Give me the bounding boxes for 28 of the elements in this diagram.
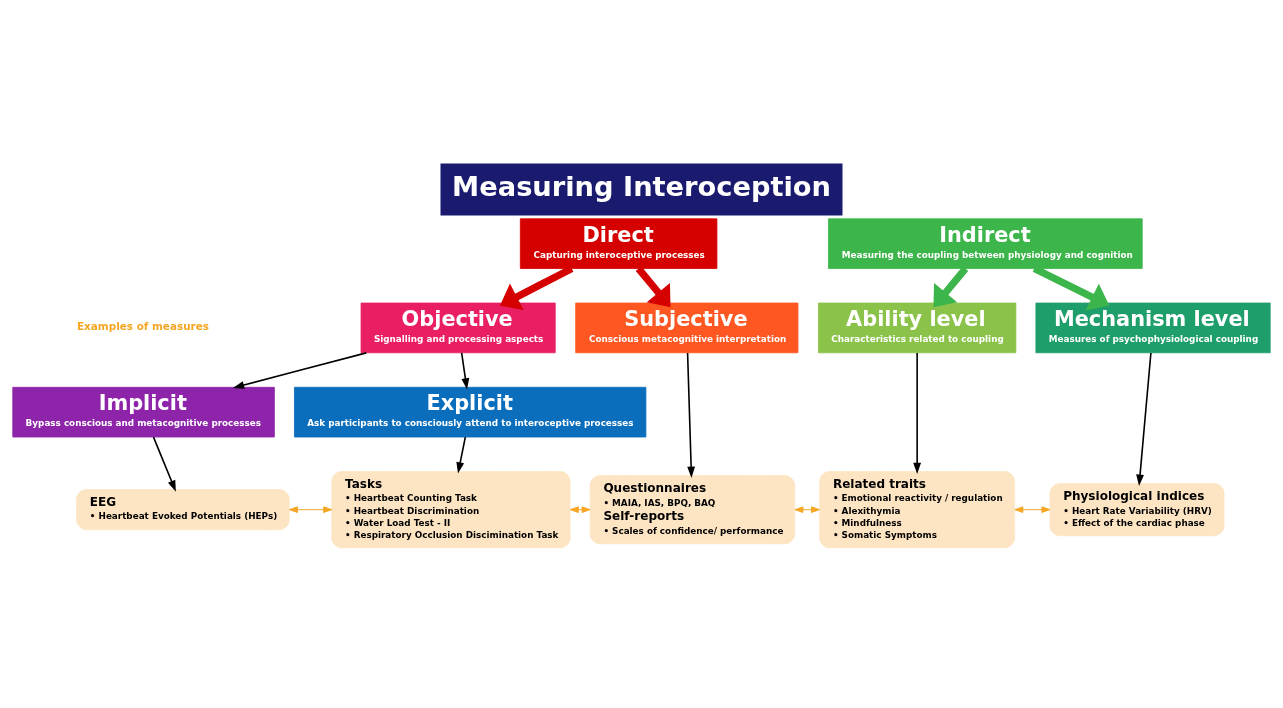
arrow [456, 436, 467, 474]
node-box: Tasks • Heartbeat Counting Task • Heartbeat Discrimination • Water Load Test - II • Respiratory Occlusion Discimination Task [331, 471, 571, 549]
node-box: Related traits • Emotional reactivity / regulation • Alexithymia • Mindfulness • Somatic Symptoms [819, 471, 1016, 549]
arrow [913, 352, 922, 474]
node-box: Implicit Bypass conscious and metacognitive processes [12, 386, 275, 438]
node-box: Questionnaires • MAIA, IAS, BPQ, BAQ Self-reports • Scales of confidence/ performance [589, 475, 796, 545]
node-box: Physiological indices • Heart Rate Variability (HRV) • Effect of the cardiac phase [1049, 483, 1225, 537]
node-box: Objective Signalling and processing aspects [360, 302, 556, 354]
arrow [1136, 352, 1152, 486]
arrow [1032, 265, 1110, 311]
arrow [499, 265, 574, 311]
node-box: Indirect Measuring the coupling between physiology and cognition [828, 218, 1143, 269]
arrow [635, 266, 671, 308]
arrow [152, 436, 176, 492]
node-box: Explicit Ask participants to consciously attend to interoceptive processes [294, 386, 647, 438]
arrow [232, 352, 368, 389]
arrow [1014, 506, 1051, 513]
arrow [288, 506, 333, 513]
node-box: Mechanism level Measures of psychophysiological coupling [1035, 302, 1271, 354]
node-box: Direct Capturing interoceptive processes [519, 218, 718, 269]
arrow [933, 266, 969, 308]
arrow [686, 352, 696, 478]
arrow [460, 352, 470, 390]
node-box: Ability level Characteristics related to coupling [818, 302, 1017, 354]
node-box: EEG • Heartbeat Evoked Potentials (HEPs) [76, 489, 290, 531]
label: Examples of measures [76, 319, 209, 332]
diagram-title: Measuring Interoception [452, 171, 831, 203]
node-box: Subjective Conscious metacognitive interpretation [575, 302, 799, 354]
